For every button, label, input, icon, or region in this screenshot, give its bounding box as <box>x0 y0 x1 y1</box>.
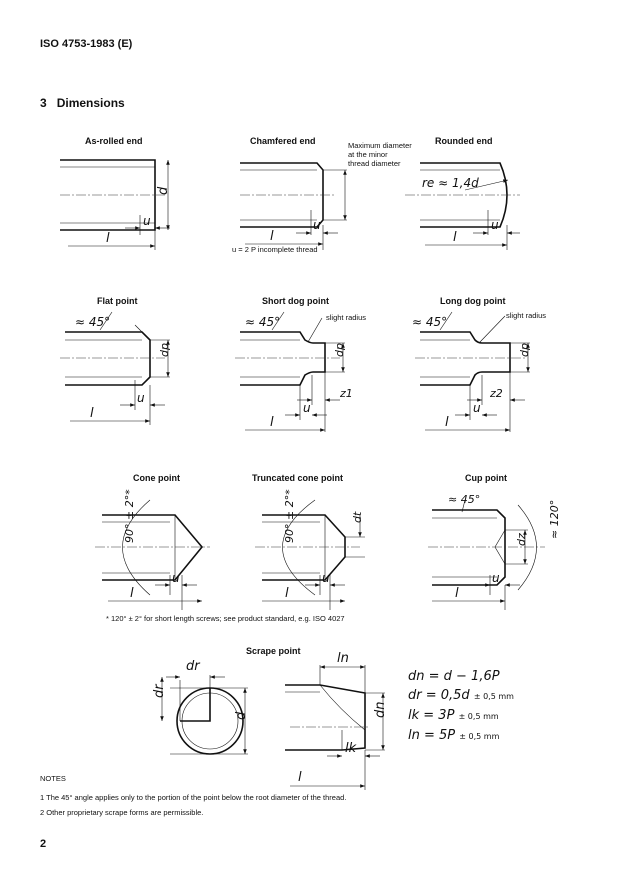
note-line: Maximum diameter <box>348 141 412 150</box>
formula-expr: lk = 3P <box>408 708 455 723</box>
dim-angle: ≈ 45° <box>448 493 480 506</box>
note-2: 2 Other proprietary scrape forms are per… <box>40 808 204 817</box>
document-id: ISO 4753-1983 (E) <box>40 38 133 50</box>
formula-expr: dr = 0,5d <box>408 688 470 703</box>
dim-angle: ≈ 45° <box>75 315 110 329</box>
short-dog-radius-label: slight radius <box>326 313 367 322</box>
dim-d: d <box>156 186 171 195</box>
dim-u: u <box>303 401 311 415</box>
fig-title-as-rolled: As-rolled end <box>85 136 143 146</box>
dim-l: l <box>270 415 274 430</box>
section-title: Dimensions <box>56 96 125 110</box>
dim-u: u <box>491 218 499 232</box>
drawing-truncated-cone-point: 90° ± 2°* dt u l <box>255 489 365 610</box>
dim-dp: dp <box>158 343 171 357</box>
fig-title-scrape: Scrape point <box>246 646 301 656</box>
dim-l: l <box>453 230 457 245</box>
dim-dz: dz <box>515 533 528 546</box>
chamfer-note: Maximum diameter at the minor thread dia… <box>348 141 412 168</box>
long-dog-radius-label: slight radius <box>506 311 547 320</box>
section-number: 3 <box>40 96 47 110</box>
fig-title-flat: Flat point <box>97 296 138 306</box>
dim-dr-vertical: dr <box>152 683 167 698</box>
fig-title-cup: Cup point <box>465 473 507 483</box>
dim-d: d <box>234 711 249 720</box>
dim-re: re ≈ 1,4d <box>422 176 479 190</box>
formula-tol: ± 0,5 mm <box>459 732 500 741</box>
dim-z: z2 <box>489 387 503 400</box>
fig-title-truncated: Truncated cone point <box>252 473 344 483</box>
formula: dr = 0,5d ± 0,5 mm <box>408 686 514 706</box>
fig-title-cone: Cone point <box>133 473 180 483</box>
dim-l: l <box>445 415 449 430</box>
dim-l: l <box>270 229 274 244</box>
dim-dr: dr <box>186 659 201 674</box>
dim-u: u <box>492 571 500 585</box>
note-line: thread diameter <box>348 159 401 168</box>
drawing-cone-point: 90° ± 2°* u l <box>95 489 210 610</box>
dim-l: l <box>298 770 302 785</box>
formula: dn = d − 1,6P <box>408 667 514 686</box>
footnote: * 120° ± 2° for short length screws; see… <box>106 614 345 623</box>
fig-title-short-dog: Short dog point <box>262 296 329 306</box>
section-heading: 3 Dimensions <box>40 96 125 110</box>
dim-angle: 90° ± 2°* <box>123 489 136 543</box>
formula-expr: ln = 5P <box>408 728 456 743</box>
dim-ln: ln <box>337 651 349 666</box>
formula-expr: dn = d − 1,6P <box>408 669 500 684</box>
dim-dp: dp <box>333 343 346 357</box>
drawing-flat-point: ≈ 45° dp u l <box>60 311 171 425</box>
page-number: 2 <box>40 838 47 850</box>
dim-u: u <box>322 571 330 585</box>
dim-l: l <box>455 586 459 601</box>
dim-dp: dp <box>518 343 531 357</box>
dim-u: u <box>143 214 151 228</box>
formula: ln = 5P ± 0,5 mm <box>408 726 514 746</box>
drawing-rounded: re ≈ 1,4d u l <box>405 162 520 250</box>
scrape-formulas: dn = d − 1,6P dr = 0,5d ± 0,5 mm lk = 3P… <box>408 667 514 746</box>
chamfer-caption: u = 2 P incomplete thread <box>232 245 318 254</box>
drawing-short-dog-point: ≈ 45° dp z1 u l <box>235 311 353 432</box>
drawing-scrape-point: dr dr d ln dn lk l <box>152 651 388 790</box>
dim-angle: ≈ 45° <box>412 315 447 329</box>
notes-heading: NOTES <box>40 774 66 783</box>
fig-title-chamfered: Chamfered end <box>250 136 316 146</box>
dim-angle: ≈ 45° <box>245 315 280 329</box>
dim-lk: lk <box>345 741 357 756</box>
dim-dn: dn <box>373 702 388 719</box>
drawing-long-dog-point: ≈ 45° dp z2 u l <box>412 311 531 432</box>
drawing-chamfered: u l <box>240 162 347 250</box>
dim-l: l <box>90 406 94 421</box>
formula: lk = 3P ± 0,5 mm <box>408 706 514 726</box>
fig-title-long-dog: Long dog point <box>440 296 506 306</box>
dim-l: l <box>106 231 110 246</box>
dim-u: u <box>473 401 481 415</box>
dim-u: u <box>313 218 321 232</box>
dim-dt: dt <box>351 511 364 523</box>
fig-title-rounded: Rounded end <box>435 136 493 146</box>
dim-u: u <box>137 391 145 405</box>
dim-angle-120: ≈ 120° <box>548 500 561 539</box>
drawing-cup-point: ≈ 45° ≈ 120° dz u l <box>428 493 561 610</box>
dim-l: l <box>130 586 134 601</box>
dim-u: u <box>172 571 180 585</box>
dim-angle: 90° ± 2°* <box>283 489 296 543</box>
dim-z: z1 <box>339 387 353 400</box>
note-1: 1 The 45° angle applies only to the port… <box>40 793 347 802</box>
formula-tol: ± 0,5 mm <box>458 712 499 721</box>
formula-tol: ± 0,5 mm <box>473 692 514 701</box>
note-line: at the minor <box>348 150 388 159</box>
dim-l: l <box>285 586 289 601</box>
drawing-as-rolled: d u l <box>60 159 171 250</box>
